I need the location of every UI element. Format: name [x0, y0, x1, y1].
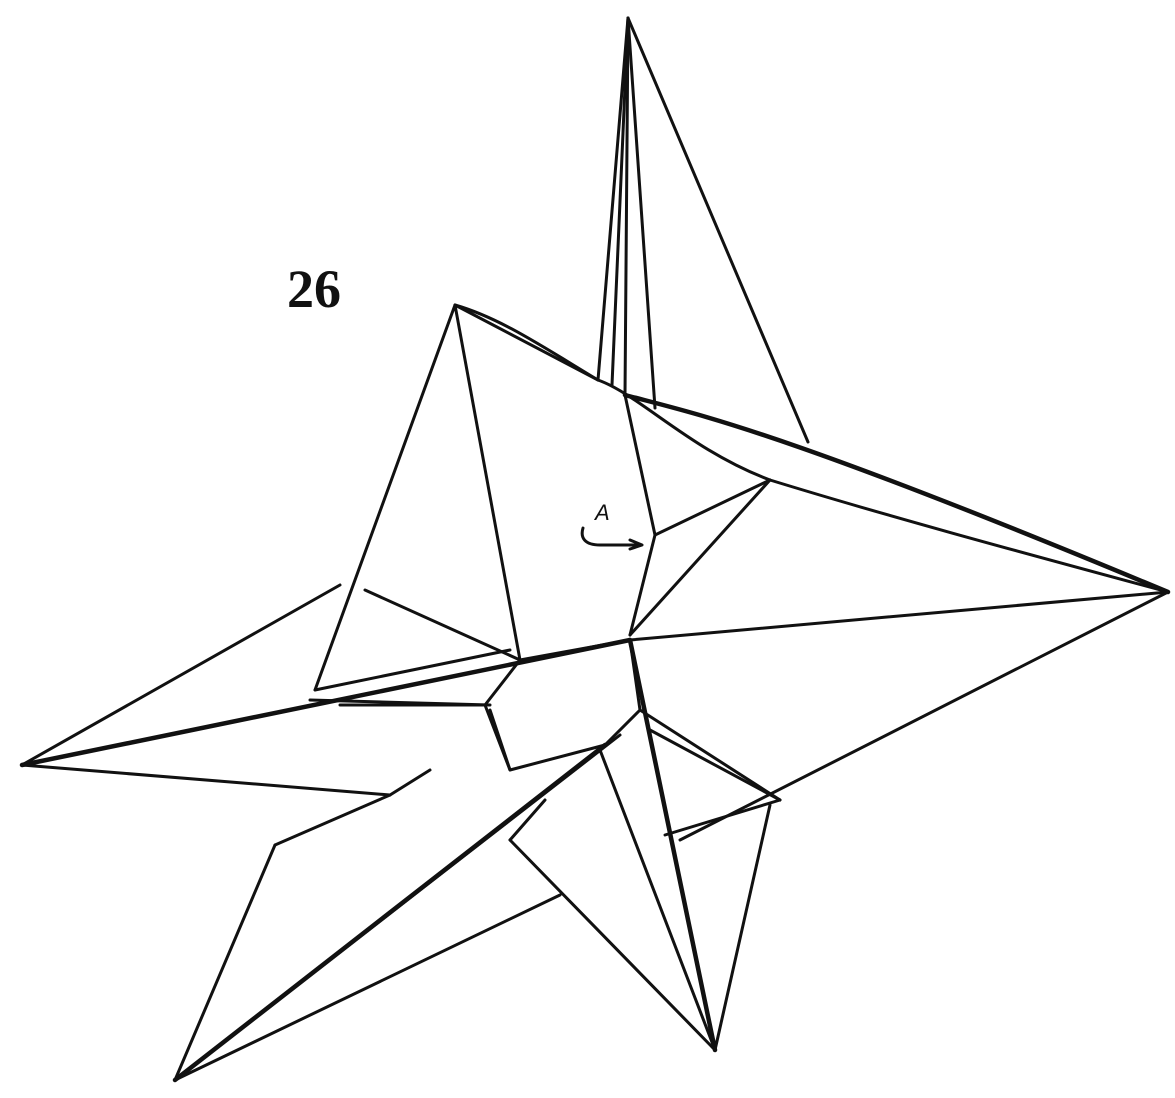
step-number: 26 [287, 262, 341, 316]
point-label-a: A [595, 502, 610, 524]
lower-right-point [510, 640, 780, 1050]
lower-left-point [175, 735, 620, 1080]
top-point [598, 18, 808, 442]
rotation-arrow-icon [582, 528, 642, 549]
right-point [598, 380, 1168, 840]
upper-left-flap [315, 305, 598, 690]
